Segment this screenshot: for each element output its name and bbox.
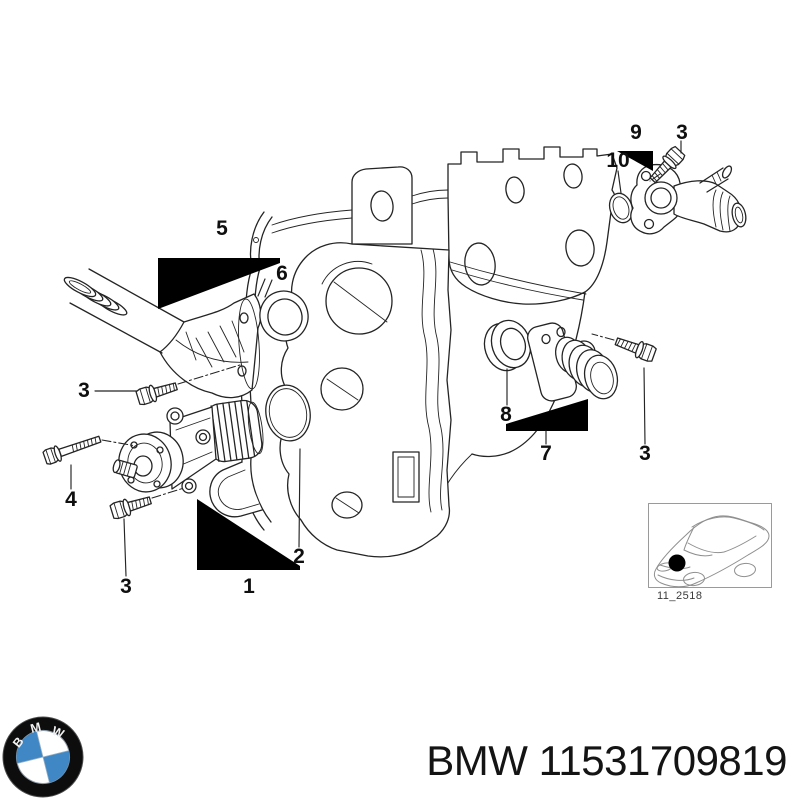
callout-7: 7 xyxy=(540,442,552,465)
brand-text: BMW xyxy=(426,737,528,784)
long-hex-bolt-4 xyxy=(42,435,102,465)
hex-bolt-3-pump xyxy=(108,491,154,521)
callout-4: 4 xyxy=(65,488,77,511)
water-pump-drawing xyxy=(112,399,264,494)
exploded-parts-diagram: 5 6 3 4 3 1 2 8 7 3 9 10 3 xyxy=(42,121,772,602)
callout-6: 6 xyxy=(276,262,288,285)
bmw-roundel-icon: B M W xyxy=(2,716,84,798)
callout-1: 1 xyxy=(243,575,255,598)
part-location-dot xyxy=(668,554,686,572)
callout-3-pump: 3 xyxy=(120,575,132,598)
thermostat-housing-drawing xyxy=(630,163,747,235)
hex-bolt-3-connector xyxy=(612,332,658,364)
coolant-elbow-pipe-drawing xyxy=(63,268,262,399)
thumbnail-code: 11_2518 xyxy=(657,590,703,602)
callout-leader-lines xyxy=(70,140,682,577)
coolant-connector-drawing xyxy=(527,322,619,402)
assembly-axis-lines xyxy=(101,173,661,499)
callout-8: 8 xyxy=(500,403,512,426)
engine-block-drawing xyxy=(209,146,618,558)
callout-5: 5 xyxy=(216,217,228,240)
car-location-thumbnail: 11_2518 xyxy=(648,503,772,602)
callout-3-elbow: 3 xyxy=(78,379,90,402)
callout-3-thermostat: 3 xyxy=(676,121,688,144)
callout-9: 9 xyxy=(630,121,642,144)
callout-2: 2 xyxy=(293,545,305,568)
o-ring-6-drawing xyxy=(259,290,309,342)
callout-labels: 5 6 3 4 3 1 2 8 7 3 9 10 3 xyxy=(65,121,688,598)
logo-letter-m: M xyxy=(29,720,42,736)
shaft-seal-8-drawing xyxy=(483,319,532,372)
hex-bolt-3-elbow xyxy=(134,377,180,407)
o-ring-2-drawing xyxy=(265,384,311,442)
callout-3-connector: 3 xyxy=(639,442,651,465)
callout-10: 10 xyxy=(606,149,629,172)
logo-letter-w: W xyxy=(50,724,67,742)
part-number-text: 11531709819 xyxy=(538,737,788,784)
